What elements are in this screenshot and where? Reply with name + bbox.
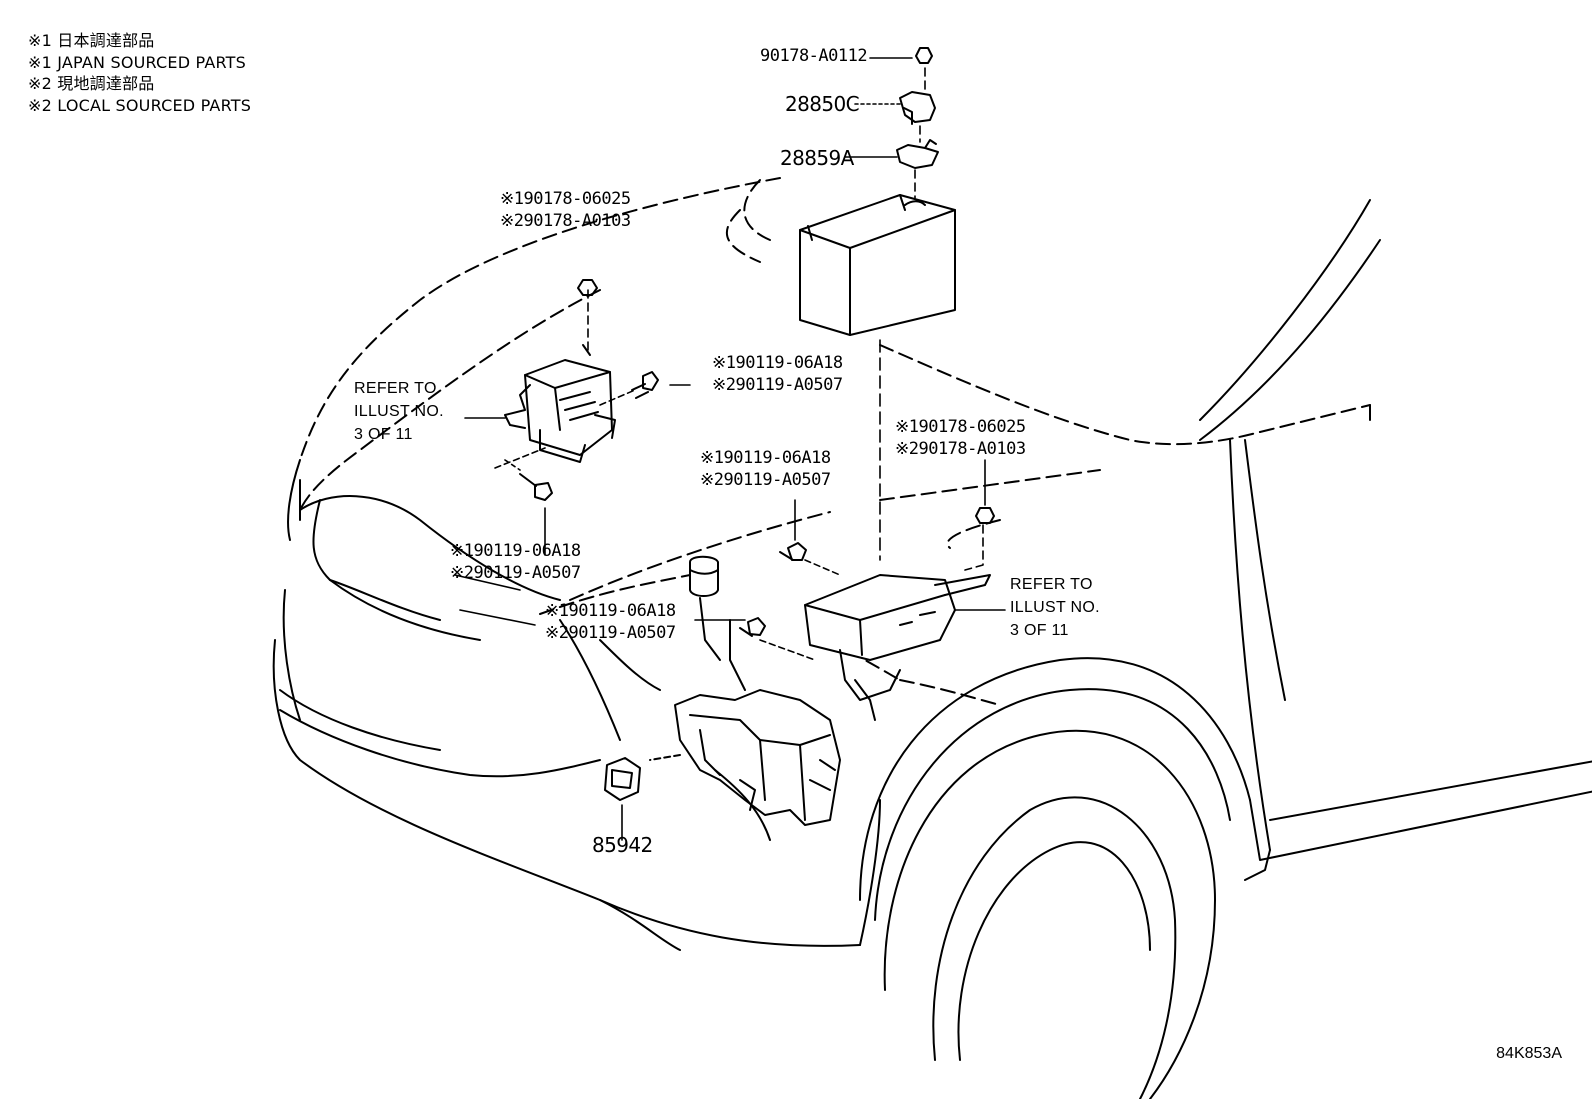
relay-box-left — [504, 344, 616, 463]
callout-bolt-lower-left-1: ※190119-06A18 — [450, 541, 581, 561]
callout-nut-left-1: ※190178-06025 — [500, 189, 631, 209]
relay-left-leaders — [464, 289, 691, 556]
engine-bay-components — [649, 555, 841, 841]
refer-right-line-1: REFER TO — [1010, 576, 1093, 593]
callout-nut-right-2: ※290178-A0103 — [895, 439, 1026, 459]
battery — [799, 194, 956, 336]
note-2: ※1 JAPAN SOURCED PARTS — [28, 52, 247, 72]
note-1: ※1 日本調達部品 — [28, 31, 155, 50]
callout-leaders — [454, 574, 536, 626]
callout-nut-right-1: ※190178-06025 — [895, 417, 1026, 437]
relay-box-right — [804, 574, 991, 721]
refer-right[interactable]: REFER TO ILLUST NO. 3 OF 11 — [1010, 573, 1100, 642]
body-outline — [272, 199, 1592, 1099]
refer-left-line-2: ILLUST NO. — [354, 403, 444, 420]
callout-nut-right[interactable]: ※190178-06025 ※290178-A0103 — [895, 416, 1026, 460]
refer-left[interactable]: REFER TO ILLUST NO. 3 OF 11 — [354, 377, 444, 446]
battery-clamp-parts — [896, 47, 939, 169]
clamp-leader-lines — [844, 57, 926, 561]
figure-id: 84K853A — [1496, 1045, 1562, 1062]
hood-outline — [299, 177, 1371, 706]
refer-left-line-1: REFER TO — [354, 380, 437, 397]
refer-right-line-3: 3 OF 11 — [1010, 622, 1069, 639]
callout-bolt-mid-2: ※290119-A0507 — [700, 470, 831, 490]
callout-bolt-lower-left-2: ※290119-A0507 — [450, 563, 581, 583]
callout-nut-left[interactable]: ※190178-06025 ※290178-A0103 — [500, 188, 631, 232]
callout-sensor[interactable]: 85942 — [592, 833, 653, 857]
callout-nut-left-2: ※290178-A0103 — [500, 211, 631, 231]
callout-bolt-relay[interactable]: ※190119-06A18 ※290119-A0507 — [712, 352, 843, 396]
fasteners-right — [739, 507, 995, 637]
callout-bolt-relay-2: ※290119-A0507 — [712, 375, 843, 395]
callout-bolt-lower-left[interactable]: ※190119-06A18 ※290119-A0507 — [450, 540, 581, 584]
callout-clamp-upper[interactable]: 28850C — [785, 92, 860, 116]
callout-bolt-center-2: ※290119-A0507 — [545, 623, 676, 643]
notes-block: ※1 日本調達部品 ※1 JAPAN SOURCED PARTS ※2 現地調達… — [28, 30, 251, 116]
callout-bolt-mid-1: ※190119-06A18 — [700, 448, 831, 468]
callout-bolt-relay-1: ※190119-06A18 — [712, 353, 843, 373]
refer-right-line-2: ILLUST NO. — [1010, 599, 1100, 616]
callout-bolt-center-1: ※190119-06A18 — [545, 601, 676, 621]
refer-left-line-3: 3 OF 11 — [354, 426, 413, 443]
callout-nut-top[interactable]: 90178-A0112 — [760, 46, 868, 66]
note-3: ※2 現地調達部品 — [28, 74, 155, 93]
callout-clamp-lower[interactable]: 28859A — [780, 146, 854, 170]
callout-bolt-center[interactable]: ※190119-06A18 ※290119-A0507 — [545, 600, 676, 644]
note-4: ※2 LOCAL SOURCED PARTS — [28, 95, 252, 115]
fasteners-left — [519, 279, 659, 501]
sensor-85942 — [604, 757, 641, 841]
callout-bolt-mid[interactable]: ※190119-06A18 ※290119-A0507 — [700, 447, 831, 491]
